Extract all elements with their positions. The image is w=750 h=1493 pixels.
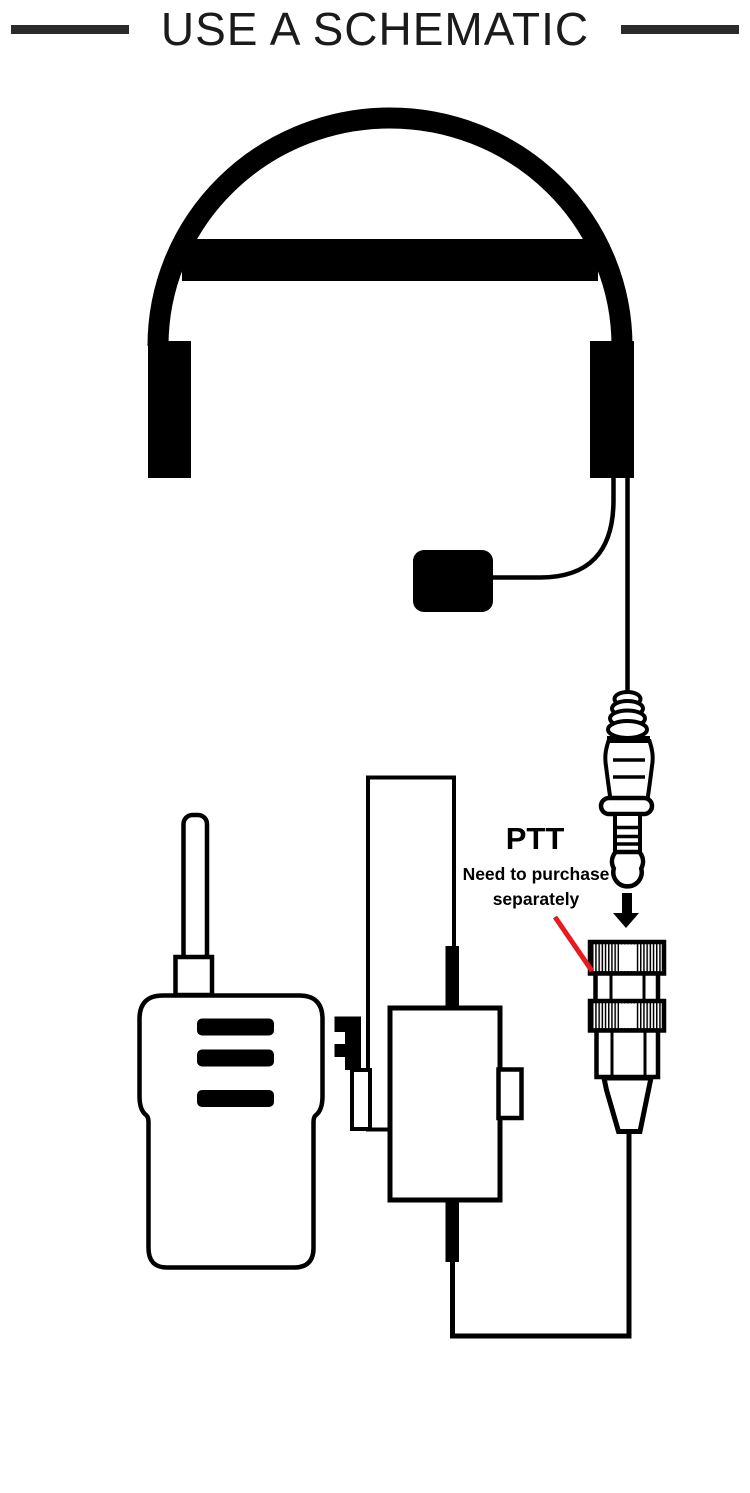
title-rule-right — [621, 24, 740, 34]
headset-icon — [147, 107, 634, 694]
down-arrow-icon — [613, 893, 639, 928]
boom-microphone-icon — [413, 478, 616, 612]
cable-line — [450, 1133, 632, 1339]
header: USE A SCHEMATIC — [0, 0, 750, 58]
title-rule-left — [10, 24, 129, 34]
red-callout-line — [552, 915, 595, 973]
screw-connector-icon — [587, 939, 667, 1134]
cable-line — [445, 946, 459, 1010]
walkie-talkie-icon — [137, 812, 325, 1270]
page-title: USE A SCHEMATIC — [160, 3, 590, 55]
audio-jack-plug-icon — [598, 690, 655, 889]
ptt-note-line2: separately — [492, 889, 580, 909]
cable-line — [445, 1199, 459, 1262]
ptt-note-line1: Need to purchase — [462, 864, 610, 884]
ptt-label: PTT — [505, 821, 565, 856]
ptt-adapter-box-icon — [334, 775, 632, 1339]
speaker-grille-icon — [197, 1018, 274, 1107]
